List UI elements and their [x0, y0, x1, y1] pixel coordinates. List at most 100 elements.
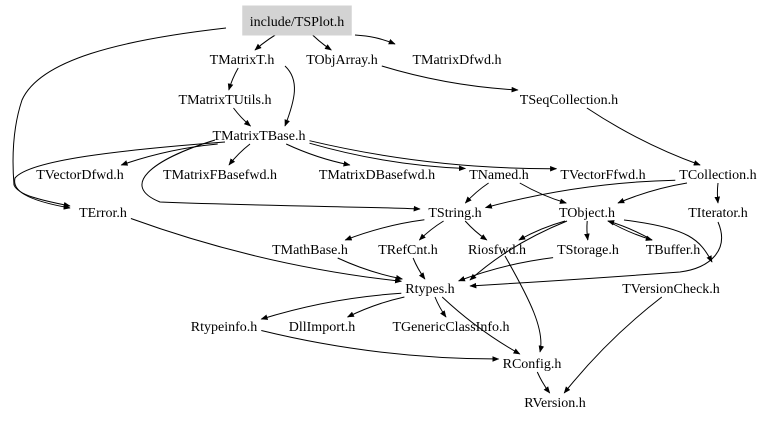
- edge-tmatrixtbase-to-tstring: [141, 139, 421, 212]
- graph-node-tbuffer: TBuffer.h: [646, 243, 701, 258]
- edge-tnamed-to-tstring: [464, 182, 489, 204]
- edge-tobject-to-riosfwd: [518, 220, 566, 241]
- node-label-rtypes: Rtypes.h: [405, 282, 454, 297]
- edge-tbuffer-to-tobject: [607, 220, 653, 241]
- node-label-tseqcollection: TSeqCollection.h: [520, 93, 618, 108]
- graph-node-tobject: TObject.h: [559, 206, 615, 221]
- node-label-tgenericclassinfo: TGenericClassInfo.h: [392, 320, 509, 335]
- node-label-rconfig: RConfig.h: [503, 357, 562, 372]
- graph-node-terror: TError.h: [79, 206, 127, 221]
- node-label-tmatrixdbasefwd: TMatrixDBasefwd.h: [319, 168, 435, 183]
- node-label-dllimport: DllImport.h: [289, 320, 356, 335]
- node-label-tmatrixdfwd: TMatrixDfwd.h: [412, 53, 501, 68]
- edge-tnamed-to-tobject: [519, 182, 567, 204]
- graph-node-tmatrixtbase: TMatrixTBase.h: [213, 129, 306, 144]
- edge-tobject-to-tversioncheck: [623, 219, 713, 263]
- node-label-tmatrixt: TMatrixT.h: [210, 53, 275, 68]
- edge-tstring-to-trefcnt: [418, 220, 444, 241]
- edge-tstorage-to-rtypes: [458, 257, 554, 282]
- node-label-tmatrixtutils: TMatrixTUtils.h: [179, 93, 272, 108]
- graph-node-riosfwd: Riosfwd.h: [468, 243, 526, 258]
- graph-node-tvectordfwd: TVectorDfwd.h: [36, 168, 123, 183]
- graph-node-tstring: TString.h: [428, 206, 481, 221]
- node-label-tstring: TString.h: [428, 206, 481, 221]
- node-label-tcollection: TCollection.h: [679, 168, 756, 183]
- edge-tcollection-to-titerator: [714, 182, 721, 204]
- edge-tseqcollection-to-tcollection: [586, 107, 701, 166]
- edge-tobject-to-tstorage: [584, 220, 590, 241]
- edge-tmatrixtbase-to-terror: [14, 141, 226, 210]
- edge-titerator-to-rtypes: [469, 221, 723, 289]
- node-label-tmathbase: TMathBase.h: [272, 243, 348, 258]
- graph-node-trefcnt: TRefCnt.h: [378, 243, 438, 258]
- graph-node-tmatrixdfwd: TMatrixDfwd.h: [412, 53, 501, 68]
- graph-node-rconfig: RConfig.h: [503, 357, 562, 372]
- graph-node-tmathbase: TMathBase.h: [272, 243, 348, 258]
- graph-node-tstorage: TStorage.h: [557, 243, 619, 258]
- edge-tobject-to-tbuffer: [607, 220, 653, 241]
- graph-node-rtypes: Rtypes.h: [405, 282, 454, 297]
- node-label-tmatrixfbasefwd: TMatrixFBasefwd.h: [163, 168, 277, 183]
- graph-node-titerator: TIterator.h: [688, 206, 747, 221]
- edge-rconfig-to-rversion: [536, 371, 551, 394]
- node-label-terror: TError.h: [79, 206, 127, 221]
- graph-node-tnamed: TNamed.h: [469, 168, 528, 183]
- graph-node-tversioncheck: TVersionCheck.h: [622, 282, 720, 297]
- node-label-tnamed: TNamed.h: [469, 168, 528, 183]
- node-label-tstorage: TStorage.h: [557, 243, 619, 258]
- edge-tmatrixt-to-tmatrixtutils: [227, 67, 239, 91]
- edge-rtypes-to-rconfig: [441, 296, 521, 355]
- graph-node-tsplot: include/TSPlot.h: [242, 5, 352, 36]
- node-label-tversioncheck: TVersionCheck.h: [622, 282, 720, 297]
- edge-tstring-to-tmathbase: [344, 219, 425, 241]
- node-label-tobjarray: TObjArray.h: [306, 53, 378, 68]
- edge-tmatrixtbase-to-tmatrixdbasefwd: [285, 143, 351, 167]
- graph-node-tgenericclassinfo: TGenericClassInfo.h: [392, 320, 509, 335]
- graph-node-tseqcollection: TSeqCollection.h: [520, 93, 618, 108]
- graph-node-rtypeinfo: Rtypeinfo.h: [191, 320, 258, 335]
- graph-node-dllimport: DllImport.h: [289, 320, 356, 335]
- node-label-rtypeinfo: Rtypeinfo.h: [191, 320, 258, 335]
- node-label-riosfwd: Riosfwd.h: [468, 243, 526, 258]
- node-label-tobject: TObject.h: [559, 206, 615, 221]
- node-label-trefcnt: TRefCnt.h: [378, 243, 438, 258]
- edge-tstring-to-riosfwd: [464, 220, 488, 241]
- edges-layer: [12, 27, 723, 394]
- graph-node-tvectorffwd: TVectorFfwd.h: [560, 168, 645, 183]
- edge-terror-to-rtypes: [130, 218, 402, 284]
- edge-rtypes-to-tgenericclassinfo: [434, 296, 447, 318]
- edge-tcollection-to-tobject: [617, 182, 688, 204]
- edge-tsplot-to-tmatrixdfwd: [354, 34, 396, 45]
- node-label-tsplot: include/TSPlot.h: [250, 15, 345, 30]
- node-label-tvectorffwd: TVectorFfwd.h: [560, 168, 645, 183]
- edge-tversioncheck-to-rversion: [563, 296, 663, 394]
- highlighted-node-box: [242, 5, 352, 36]
- edge-tmatrixtbase-to-tvectorffwd: [309, 140, 558, 172]
- edge-tmatrixtbase-to-tnamed: [309, 142, 466, 172]
- graph-node-tcollection: TCollection.h: [679, 168, 756, 183]
- graph-node-tobjarray: TObjArray.h: [306, 53, 378, 68]
- node-label-rversion: RVersion.h: [524, 396, 586, 411]
- edge-rtypeinfo-to-rconfig: [261, 330, 500, 362]
- node-label-tmatrixtbase: TMatrixTBase.h: [213, 129, 306, 144]
- edge-riosfwd-to-rconfig: [504, 255, 545, 353]
- graph-node-tmatrixdbasefwd: TMatrixDBasefwd.h: [319, 168, 435, 183]
- edge-tmatrixtbase-to-tmatrixfbasefwd: [228, 143, 251, 166]
- edge-tcollection-to-tstring: [484, 179, 676, 209]
- graph-node-tmatrixfbasefwd: TMatrixFBasefwd.h: [163, 168, 277, 183]
- edge-tmathbase-to-rtypes: [337, 257, 403, 281]
- edge-tobjarray-to-tseqcollection: [381, 65, 519, 93]
- graph-node-tmatrixtutils: TMatrixTUtils.h: [179, 93, 272, 108]
- node-label-titerator: TIterator.h: [688, 206, 747, 221]
- graph-node-tmatrixt: TMatrixT.h: [210, 53, 275, 68]
- edge-trefcnt-to-rtypes: [412, 257, 426, 280]
- edge-tmatrixtutils-to-tmatrixtbase: [233, 107, 252, 127]
- edge-tmatrixt-to-tmatrixtbase: [284, 65, 295, 127]
- node-label-tvectordfwd: TVectorDfwd.h: [36, 168, 123, 183]
- edge-rtypes-to-dllimport: [346, 296, 405, 318]
- graph-node-rversion: RVersion.h: [524, 396, 586, 411]
- edge-rtypes-to-rtypeinfo: [260, 292, 402, 320]
- edge-tmatrixtbase-to-tvectordfwd: [120, 143, 218, 166]
